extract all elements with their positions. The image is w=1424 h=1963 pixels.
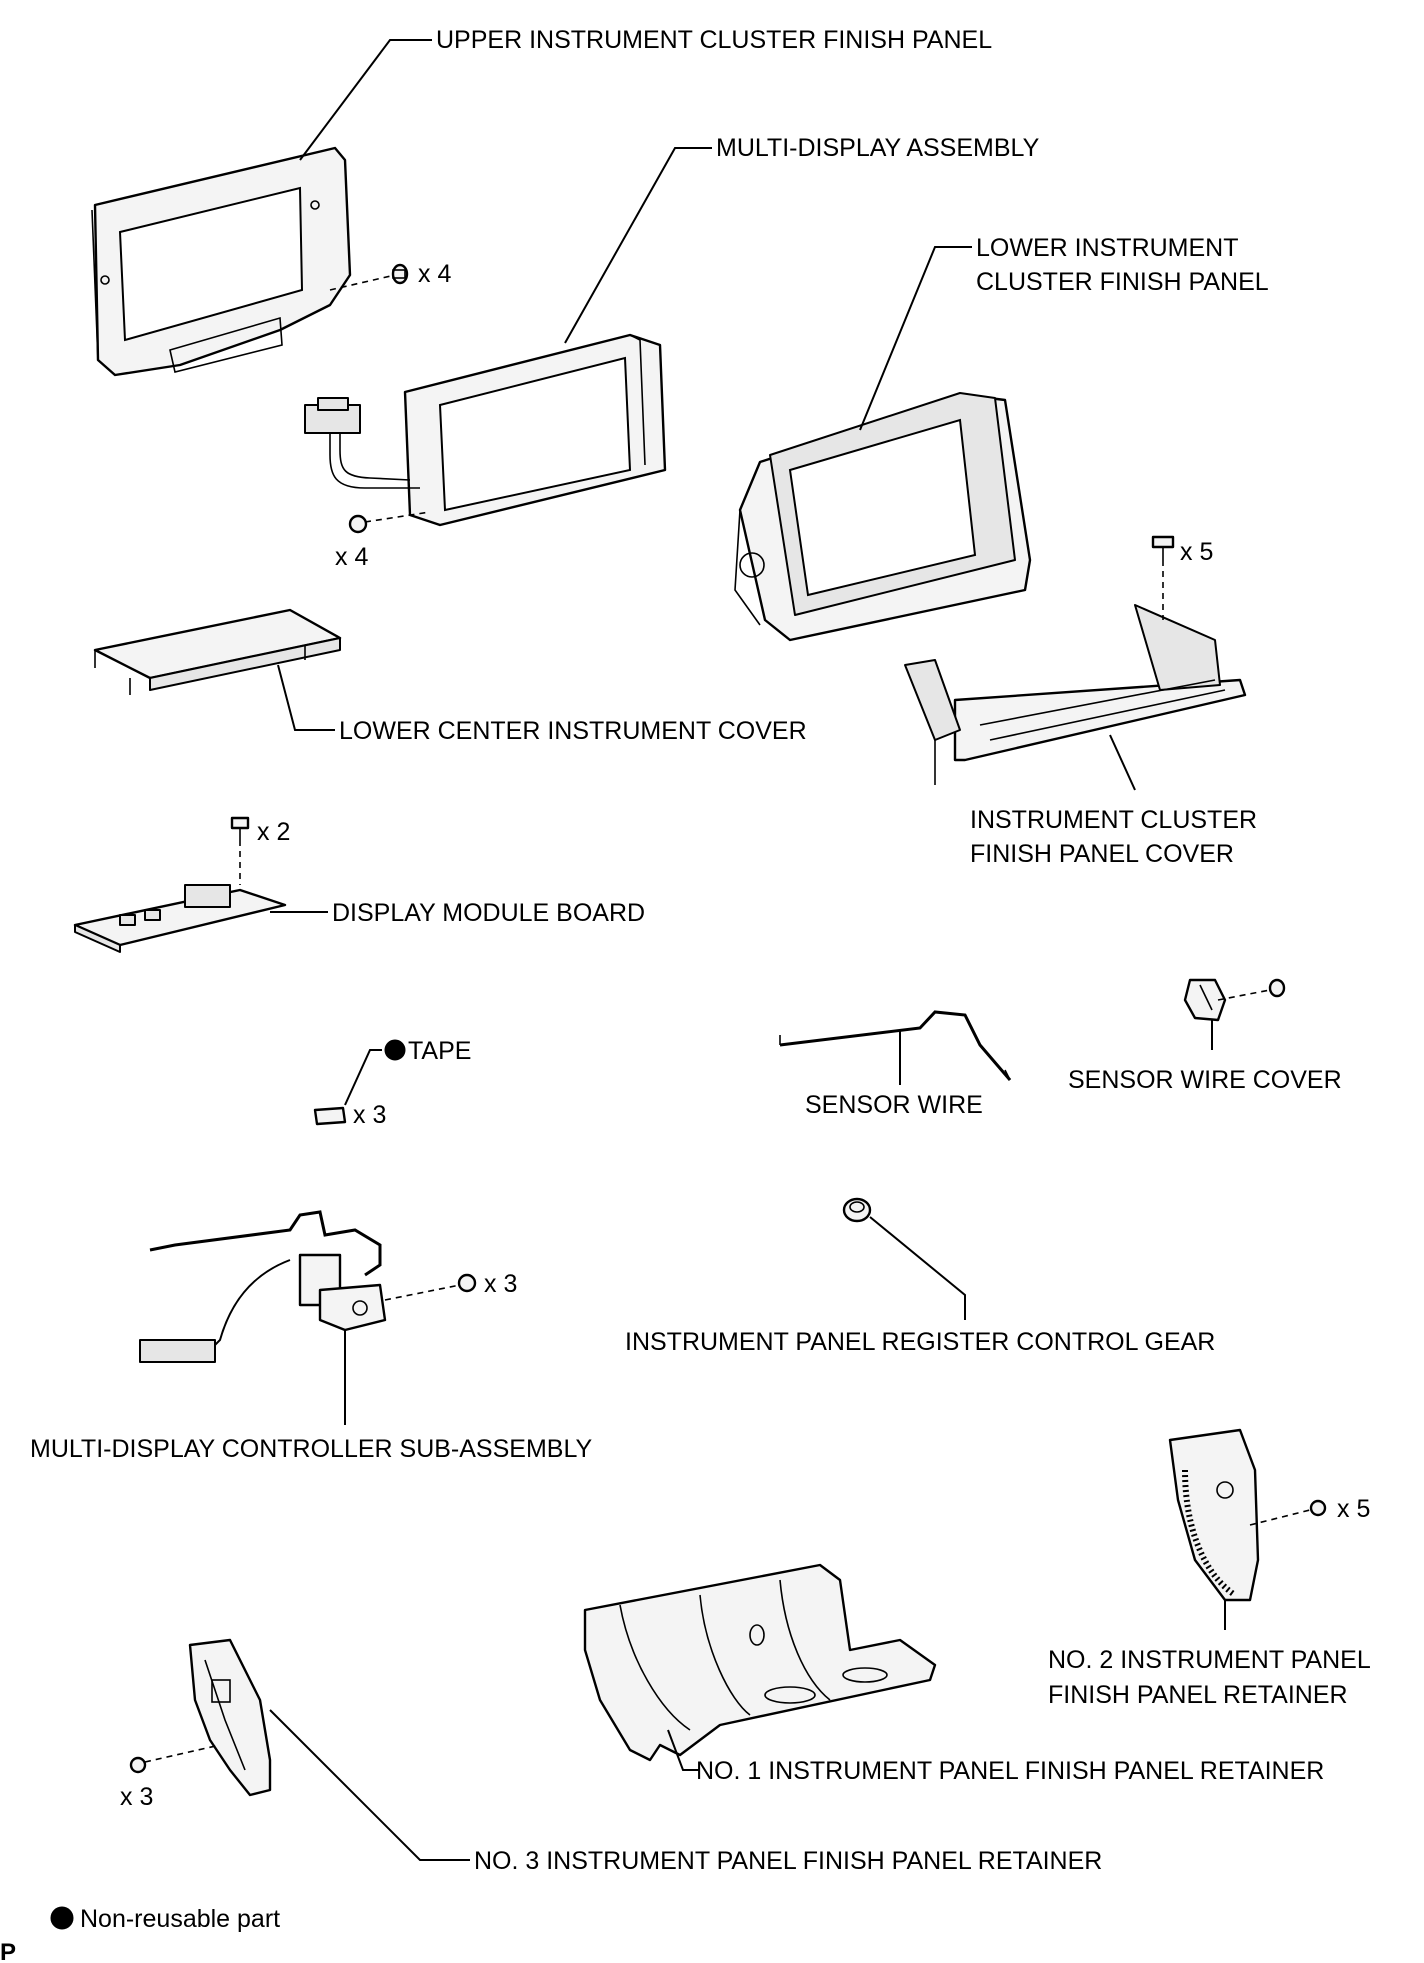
label-panel-cover-line1: INSTRUMENT CLUSTER [970,806,1257,834]
label-display-board: DISPLAY MODULE BOARD [332,899,645,927]
label-panel-cover-line2: FINISH PANEL COVER [970,840,1234,868]
label-register-gear: INSTRUMENT PANEL REGISTER CONTROL GEAR [625,1328,1215,1356]
lower-instrument-cluster-finish-panel [734,392,1032,642]
label-lower-center-cover: LOWER CENTER INSTRUMENT COVER [339,717,807,745]
label-retainer3: NO. 3 INSTRUMENT PANEL FINISH PANEL RETA… [474,1847,1102,1875]
lower-panel-leader [859,246,972,431]
legend: Non-reusable part [50,1905,280,1933]
multi-display-controller-sub-assembly [139,1210,387,1363]
label-tape: TAPE [408,1037,471,1065]
label-lower-panel-line2: CLUSTER FINISH PANEL [976,268,1269,296]
non-reusable-legend-icon [50,1906,74,1930]
controller-screw-qty: x 3 [484,1270,517,1298]
retainer2-screw-qty: x 5 [1337,1495,1370,1523]
tape: TAPE x 3 [313,1037,471,1129]
lower-center-instrument-cover [93,608,342,695]
label-upper-panel: UPPER INSTRUMENT CLUSTER FINISH PANEL [436,26,992,54]
controller-screw: x 3 [384,1270,517,1301]
multi-display-screw: x 4 [335,511,431,571]
corner-mark: P [0,1939,16,1963]
tape-qty: x 3 [353,1101,386,1129]
no3-instrument-panel-finish-panel-retainer [188,1638,272,1797]
retainer3-screw: x 3 [120,1744,221,1811]
upper-panel-leader [299,39,432,161]
no2-instrument-panel-finish-panel-retainer [1168,1428,1260,1602]
upper-panel-screw-qty: x 4 [418,260,451,288]
upper-instrument-cluster-finish-panel [91,146,352,377]
panel-cover-screw: x 5 [1151,535,1213,620]
display-board-screw-qty: x 2 [257,818,290,846]
label-retainer1: NO. 1 INSTRUMENT PANEL FINISH PANEL RETA… [696,1757,1324,1785]
display-module-board [73,884,287,953]
non-reusable-icon [384,1039,406,1061]
retainer2-screw: x 5 [1249,1495,1370,1526]
retainer3-leader [269,1709,470,1861]
label-retainer2-line2: FINISH PANEL RETAINER [1048,1681,1348,1709]
label-sensor-wire: SENSOR WIRE [805,1091,983,1119]
label-lower-panel-line1: LOWER INSTRUMENT [976,234,1239,262]
label-sensor-wire-cover: SENSOR WIRE COVER [1068,1066,1342,1094]
no1-instrument-panel-finish-panel-retainer [583,1563,937,1762]
instrument-cluster-finish-panel-cover [904,604,1247,785]
sensor-wire [779,1010,1012,1081]
multi-display-leader [564,147,712,344]
retainer3-screw-qty: x 3 [120,1783,153,1811]
sensor-wire-cover [1183,978,1286,1022]
lower-center-cover-leader [277,664,335,731]
label-controller: MULTI-DISPLAY CONTROLLER SUB-ASSEMBLY [30,1435,592,1463]
multi-display-assembly [304,333,667,527]
panel-cover-screw-qty: x 5 [1180,538,1213,566]
instrument-panel-register-control-gear [842,1197,872,1223]
label-retainer2-line1: NO. 2 INSTRUMENT PANEL [1048,1646,1371,1674]
panel-cover-leader [1109,734,1136,791]
display-board-screw: x 2 [230,816,290,885]
retainer1-leader [667,1729,700,1771]
upper-panel-screw: x 4 [329,260,451,291]
legend-non-reusable: Non-reusable part [80,1905,280,1933]
multi-display-screw-qty: x 4 [335,543,368,571]
register-gear-leader [869,1216,966,1320]
label-multi-display: MULTI-DISPLAY ASSEMBLY [716,134,1040,162]
